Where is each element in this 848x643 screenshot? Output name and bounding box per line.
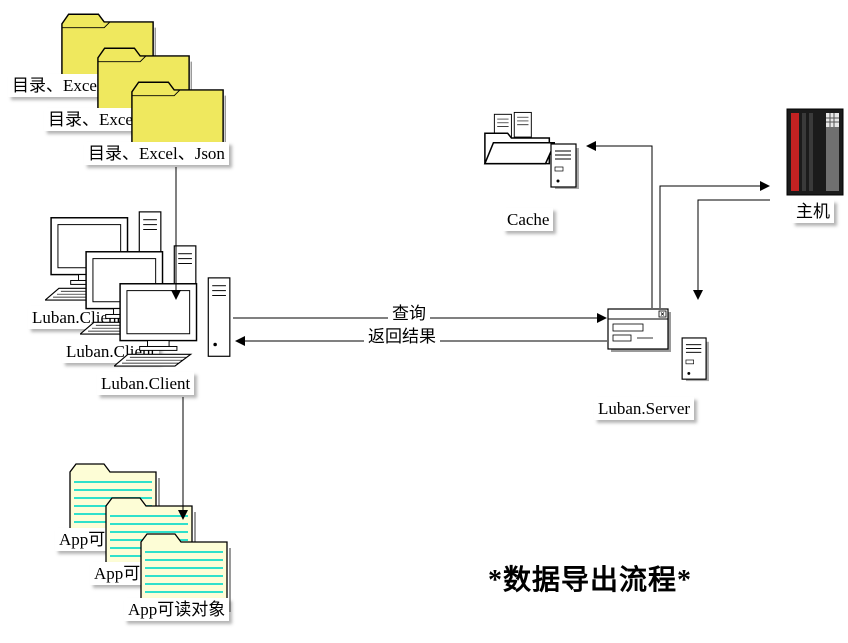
arrow-server-to-cache [586,141,653,308]
folder-icon [130,76,226,148]
workstation-icon [114,272,232,370]
client-label-3: Luban.Client [97,372,195,396]
cache-label: Cache [503,208,554,232]
folder-stack-label-3: 目录、Excel、Json [84,142,229,166]
arrow-server-to-host [659,181,770,308]
mainframe-icon [786,108,844,196]
arrow-host-to-server [693,199,770,300]
app-label-3: App可读对象 [124,598,230,622]
server-label: Luban.Server [594,397,695,421]
cache-server-tower-icon [550,143,582,191]
flow-label-query: 查询 [388,299,430,324]
flow-label-result: 返回结果 [364,322,440,347]
host-label: 主机 [792,200,834,224]
server-window-icon [607,308,671,352]
diagram-title: *数据导出流程* [488,565,693,596]
server-tower-icon [681,337,712,383]
cache-folder-icon [483,110,555,166]
